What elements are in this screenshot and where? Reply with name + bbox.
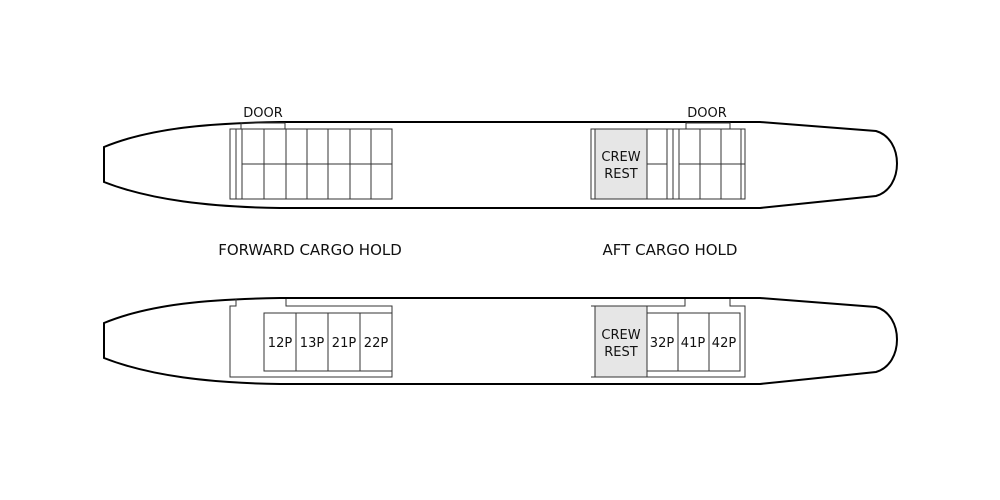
forward-door-marker: [240, 122, 286, 129]
lower-crew-rest-label-2: REST: [604, 345, 637, 360]
forward-door-label: DOOR: [243, 106, 283, 121]
upper-crew-rest-label-2: REST: [604, 167, 637, 182]
position-13p-label: 13P: [300, 336, 325, 351]
aft-door-label: DOOR: [687, 106, 727, 121]
position-12p-label: 12P: [268, 336, 293, 351]
lower-deck: 12P 13P 21P 22P CREW REST 32P 41P 42P: [103, 297, 898, 385]
position-21p: [327, 312, 361, 372]
position-32p-label: 32P: [650, 336, 675, 351]
aft-cargo-hold-title: AFT CARGO HOLD: [603, 241, 738, 259]
lower-forward-positions: 12P 13P 21P 22P: [263, 312, 393, 372]
lower-aft-positions: 32P 41P 42P: [646, 312, 741, 372]
position-41p: [677, 312, 710, 372]
forward-cargo-hold-title: FORWARD CARGO HOLD: [218, 241, 402, 259]
position-22p-label: 22P: [364, 336, 389, 351]
upper-fuselage-outline: [103, 121, 898, 209]
lower-crew-rest: [594, 305, 648, 378]
upper-crew-rest-label-1: CREW: [601, 150, 640, 165]
lower-crew-rest-label-1: CREW: [601, 328, 640, 343]
upper-forward-cargo-grid: [229, 128, 393, 200]
upper-aft-cargo-grid: CREW REST: [590, 128, 746, 200]
position-22p: [359, 312, 393, 372]
position-42p-label: 42P: [712, 336, 737, 351]
upper-deck: DOOR DOOR CREW RE: [103, 106, 898, 209]
position-41p-label: 41P: [681, 336, 706, 351]
aft-door-marker: [685, 122, 731, 129]
position-42p: [708, 312, 741, 372]
lower-fuselage-outline: [103, 297, 898, 385]
position-21p-label: 21P: [332, 336, 357, 351]
